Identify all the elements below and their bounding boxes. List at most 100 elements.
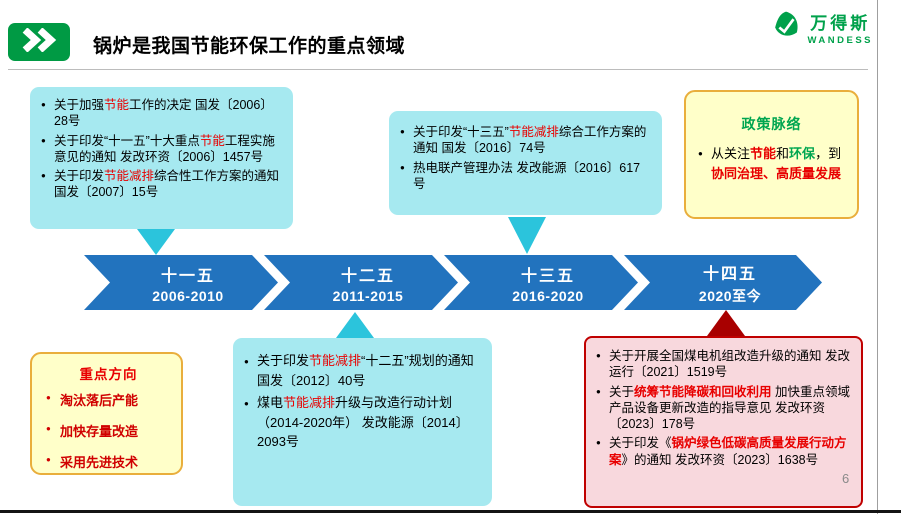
period-years: 2011-2015	[332, 287, 404, 304]
text-segment: 综合性工作方案的通知 国发〔2007〕15号	[54, 169, 280, 200]
double-chevron-icon	[19, 26, 59, 57]
period-label: 十一五	[160, 267, 215, 285]
text-segment-red: 节能减排	[508, 125, 559, 139]
bullet-icon: ●	[244, 357, 249, 366]
focus-item: ● 加快存量改造	[46, 421, 171, 440]
focus-item-label: 采用先进技术	[60, 455, 139, 470]
text-segment-red: 节能	[199, 133, 225, 148]
text-segment-red: 协同治理、高质量发展	[711, 165, 842, 181]
policy-note-item: ● 从关注节能和环保，到协同治理、高质量发展	[698, 144, 845, 183]
bullet-icon: ●	[400, 162, 405, 172]
period-years: 2020至今	[698, 287, 762, 304]
bullet-icon: ●	[596, 351, 601, 360]
policy-item: ● 关于统筹节能降碳和回收利用 加快重点领域产品设备更新改造的指导意见 发改环资…	[596, 384, 853, 433]
slide-bottom-edge	[0, 510, 901, 513]
focus-item: ● 采用先进技术	[46, 452, 171, 471]
policy-context-note: 政策脉络 ● 从关注节能和环保，到协同治理、高质量发展	[684, 90, 859, 219]
text-segment-red: 锅炉绿色低碳高质量发展行动方案	[609, 436, 847, 467]
title-divider	[8, 69, 868, 70]
period-label: 十二五	[340, 267, 395, 285]
text-segment: ，到	[815, 146, 842, 161]
bullet-icon: ●	[244, 399, 249, 408]
bullet-icon: ●	[46, 424, 51, 433]
page-title: 锅炉是我国节能环保工作的重点领域	[93, 36, 406, 57]
timeline-period-11th: 十一五 2006-2010	[84, 255, 278, 310]
policy-item: ● 关于印发“十一五”十大重点节能工程实施意见的通知 发改环资〔2006〕145…	[41, 133, 283, 166]
text-segment: “十二五”规划的通知 国发〔2012〕40号	[257, 353, 474, 388]
slide-right-edge	[877, 0, 878, 514]
policy-item: ● 关于印发节能减排综合性工作方案的通知 国发〔2007〕15号	[41, 168, 283, 201]
leaf-logo-icon	[771, 10, 801, 45]
text-segment-red: 统筹节能降碳和回收利用	[634, 384, 772, 399]
connector-triangle-down-icon	[137, 229, 175, 255]
period-label: 十四五	[702, 265, 757, 283]
text-segment: 关于加强	[54, 98, 105, 112]
key-directions-note: 重点方向 ● 淘汰落后产能 ● 加快存量改造 ● 采用先进技术	[30, 352, 183, 475]
text-segment: 加快重点领域产品设备更新改造的指导意见 发改环资〔2023〕178号	[609, 384, 851, 432]
bullet-icon: ●	[596, 386, 601, 396]
policy-item: ● 关于印发《锅炉绿色低碳高质量发展行动方案》的通知 发改环资〔2023〕163…	[596, 435, 853, 468]
connector-triangle-down-icon	[508, 217, 546, 254]
period-years: 2016-2020	[512, 287, 584, 304]
period-years: 2006-2010	[152, 287, 224, 304]
bullet-icon: ●	[46, 455, 51, 464]
policy-item: ● 关于加强节能工作的决定 国发〔2006〕28号	[41, 97, 283, 130]
focus-item: ● 淘汰落后产能	[46, 390, 171, 409]
connector-triangle-up-icon	[707, 310, 745, 336]
text-segment: 关于印发《	[609, 436, 672, 451]
callout-2006-policies: ● 关于加强节能工作的决定 国发〔2006〕28号 ● 关于印发“十一五”十大重…	[30, 87, 293, 229]
connector-triangle-up-icon	[336, 312, 374, 338]
text-segment: 》的通知 发改环资〔2023〕1638号	[621, 452, 819, 467]
text-segment: 工作的决定 国发〔2006〕28号	[54, 98, 273, 129]
text-segment: 关于开展全国煤电机组改造升级的通知 发改运行〔2021〕1519号	[609, 349, 850, 380]
focus-item-label: 加快存量改造	[60, 424, 139, 439]
focus-note-title: 重点方向	[79, 367, 138, 382]
policy-note-title: 政策脉络	[741, 116, 802, 132]
bullet-icon: ●	[400, 127, 405, 136]
bullet-icon: ●	[698, 149, 703, 158]
text-segment-red: 节能减排	[309, 353, 362, 368]
text-segment: 综合工作方案的通知 国发〔2016〕74号	[413, 125, 647, 156]
text-segment: 热电联产管理办法 发改能源〔2016〕617号	[413, 160, 641, 191]
text-segment: 关于印发“十三五”	[413, 125, 509, 139]
brand-name-en: WANDESS	[807, 35, 873, 46]
policy-item: ● 关于印发节能减排“十二五”规划的通知 国发〔2012〕40号	[244, 351, 482, 390]
policy-list: ● 关于印发“十三五”节能减排综合工作方案的通知 国发〔2016〕74号 ● 热…	[400, 124, 652, 192]
policy-item: ● 煤电节能减排升级与改造行动计划（2014-2020年） 发改能源〔2014〕…	[244, 393, 482, 452]
timeline-period-12th: 十二五 2011-2015	[264, 255, 458, 310]
text-segment: 和	[776, 146, 790, 161]
timeline-period-13th: 十三五 2016-2020	[444, 255, 638, 310]
bullet-icon: ●	[41, 171, 46, 180]
text-segment-red: 节能减排	[104, 169, 155, 183]
callout-2016-policies: ● 关于印发“十三五”节能减排综合工作方案的通知 国发〔2016〕74号 ● 热…	[389, 111, 662, 215]
policy-item: ● 关于印发“十三五”节能减排综合工作方案的通知 国发〔2016〕74号	[400, 124, 652, 157]
text-segment: 煤电	[257, 395, 284, 410]
callout-2021-policies: ● 关于开展全国煤电机组改造升级的通知 发改运行〔2021〕1519号 ● 关于…	[584, 336, 863, 508]
text-segment-red: 节能减排	[283, 395, 336, 410]
bullet-icon: ●	[596, 438, 601, 448]
policy-list: ● 关于印发节能减排“十二五”规划的通知 国发〔2012〕40号 ● 煤电节能减…	[244, 351, 482, 452]
brand-name: 万得斯 WANDESS	[807, 9, 873, 46]
text-segment: 关于印发	[54, 169, 105, 183]
text-segment: 关于印发“十一五”十大重点	[54, 133, 200, 148]
policy-item: ● 关于开展全国煤电机组改造升级的通知 发改运行〔2021〕1519号	[596, 348, 853, 381]
timeline-period-14th: 十四五 2020至今	[624, 255, 822, 310]
text-segment: 升级与改造行动计划（2014-2020年） 发改能源〔2014〕2093号	[257, 395, 469, 449]
text-segment-green: 环保	[789, 146, 816, 161]
text-segment-red: 节能	[104, 98, 130, 112]
bullet-icon: ●	[46, 393, 51, 402]
callout-2012-policies: ● 关于印发节能减排“十二五”规划的通知 国发〔2012〕40号 ● 煤电节能减…	[233, 338, 492, 506]
text-segment: 关于印发	[257, 353, 310, 368]
text-segment: 工程实施意见的通知 发改环资〔2006〕1457号	[54, 133, 275, 164]
brand-logo: 万得斯 WANDESS	[771, 9, 873, 46]
bullet-icon: ●	[41, 100, 46, 109]
policy-item: ● 热电联产管理办法 发改能源〔2016〕617号	[400, 160, 652, 193]
period-label: 十三五	[520, 267, 575, 285]
page-number: 6	[842, 471, 850, 486]
chevrons-badge	[8, 23, 70, 61]
policy-list: ● 关于加强节能工作的决定 国发〔2006〕28号 ● 关于印发“十一五”十大重…	[41, 97, 283, 201]
brand-name-cn: 万得斯	[810, 14, 871, 33]
text-segment: 从关注	[711, 146, 751, 161]
policy-list: ● 关于开展全国煤电机组改造升级的通知 发改运行〔2021〕1519号 ● 关于…	[596, 348, 853, 468]
